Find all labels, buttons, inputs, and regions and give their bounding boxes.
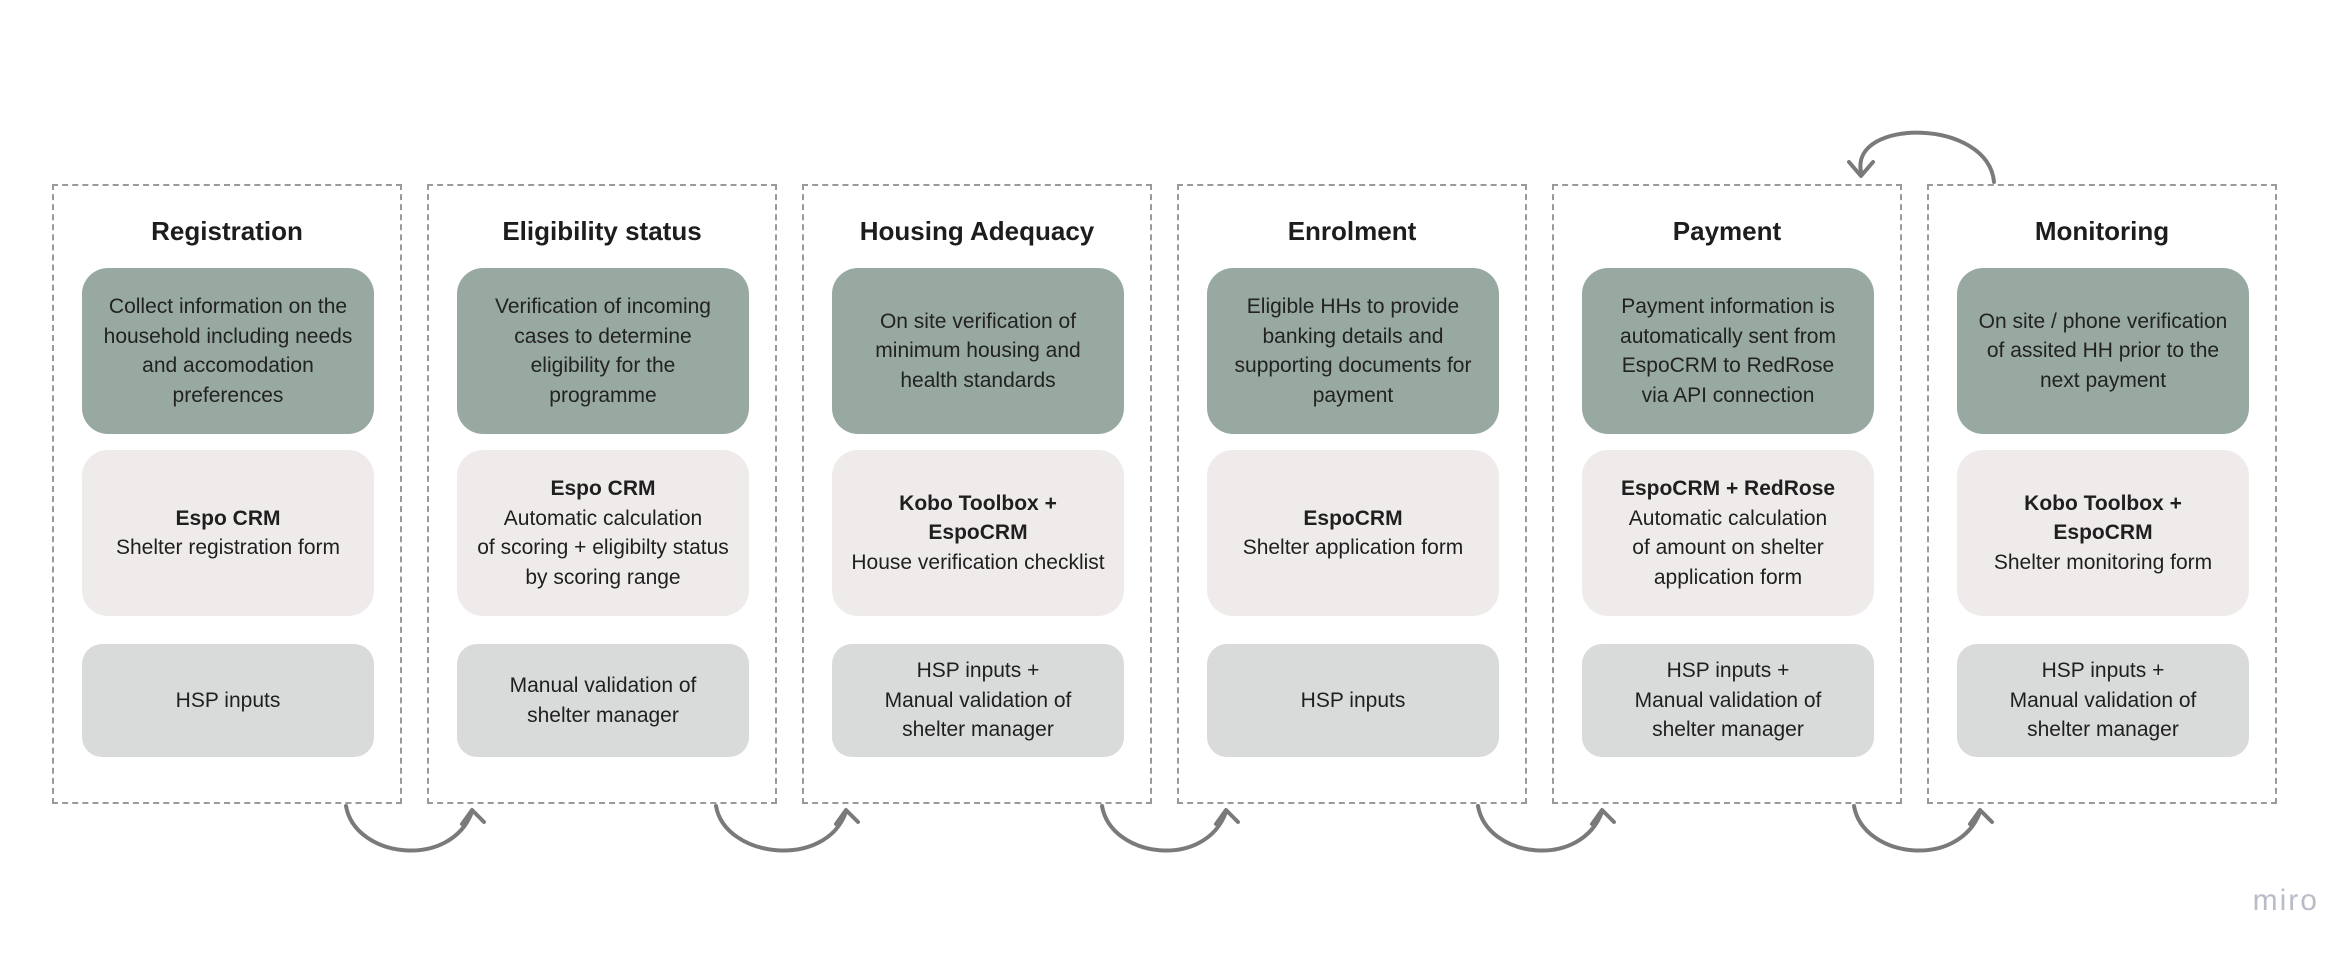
- arrow-registration-to-eligibility[interactable]: [344, 804, 486, 853]
- tool-detail: Shelter monitoring form: [1993, 550, 2213, 574]
- input-text: HSP inputs: [175, 688, 281, 712]
- stage-title: Housing Adequacy: [859, 216, 1095, 246]
- stage-monitoring[interactable]: Monitoring On site / phone verification …: [1927, 184, 2277, 804]
- miro-logo: miro: [2252, 884, 2319, 917]
- arrow-monitoring-to-payment-loop[interactable]: [1847, 130, 1996, 184]
- stage-title: Payment: [1672, 216, 1782, 246]
- tool-detail: Automatic calculation of amount on shelt…: [1628, 506, 1828, 589]
- description-text: Eligible HHs to provide banking details …: [1234, 295, 1472, 407]
- tool-card[interactable]: Kobo Toolbox + EspoCRM House verificatio…: [832, 450, 1124, 616]
- description-card[interactable]: Collect information on the household inc…: [82, 268, 374, 434]
- stage-title: Monitoring: [2034, 216, 2170, 246]
- input-text: Manual validation of shelter manager: [509, 674, 697, 727]
- stage-registration[interactable]: Registration Collect information on the …: [52, 184, 402, 804]
- tool-name: EspoCRM: [1303, 506, 1403, 530]
- tool-name: Espo CRM: [550, 477, 656, 500]
- arrow-enrolment-to-payment[interactable]: [1476, 804, 1616, 853]
- stage-title: Registration: [151, 216, 303, 246]
- stage-payment[interactable]: Payment Payment information is automatic…: [1552, 184, 1902, 804]
- arrow-payment-to-monitoring[interactable]: [1852, 804, 1994, 853]
- stage-enrolment[interactable]: Enrolment Eligible HHs to provide bankin…: [1177, 184, 1527, 804]
- tool-name: Kobo Toolbox + EspoCRM: [899, 491, 1057, 545]
- description-text: On site / phone verification of assited …: [1978, 309, 2228, 392]
- tool-card[interactable]: Espo CRM Automatic calculation of scorin…: [457, 450, 749, 616]
- description-text: Verification of incoming cases to determ…: [495, 295, 711, 407]
- description-text: Payment information is automatically sen…: [1620, 295, 1836, 407]
- tool-detail: Automatic calculation of scoring + eligi…: [477, 506, 729, 589]
- tool-detail: Shelter application form: [1242, 536, 1464, 559]
- input-text: HSP inputs: [1300, 688, 1406, 712]
- description-card[interactable]: Payment information is automatically sen…: [1582, 268, 1874, 434]
- description-card[interactable]: On site / phone verification of assited …: [1957, 268, 2249, 434]
- input-card[interactable]: HSP inputs + Manual validation of shelte…: [832, 644, 1124, 757]
- input-text: HSP inputs + Manual validation of shelte…: [884, 659, 1072, 742]
- tool-name: Kobo Toolbox + EspoCRM: [2024, 491, 2182, 545]
- input-text: HSP inputs + Manual validation of shelte…: [1634, 659, 1822, 742]
- process-flow: Registration Collect information on the …: [52, 184, 2277, 804]
- stage-title: Enrolment: [1287, 216, 1417, 246]
- description-card[interactable]: Verification of incoming cases to determ…: [457, 268, 749, 434]
- input-card[interactable]: Manual validation of shelter manager: [457, 644, 749, 757]
- tool-card[interactable]: EspoCRM Shelter application form: [1207, 450, 1499, 616]
- input-text: HSP inputs + Manual validation of shelte…: [2009, 659, 2197, 742]
- arrow-housing-to-enrolment[interactable]: [1100, 804, 1240, 853]
- description-text: Collect information on the household inc…: [103, 295, 353, 407]
- tool-detail: House verification checklist: [851, 550, 1105, 574]
- tool-card[interactable]: Kobo Toolbox + EspoCRM Shelter monitorin…: [1957, 450, 2249, 616]
- tool-name: Espo CRM: [175, 506, 281, 530]
- tool-name: EspoCRM + RedRose: [1620, 477, 1836, 500]
- input-card[interactable]: HSP inputs + Manual validation of shelte…: [1582, 644, 1874, 757]
- tool-card[interactable]: EspoCRM + RedRose Automatic calculation …: [1582, 450, 1874, 616]
- stage-title: Eligibility status: [502, 216, 702, 246]
- description-card[interactable]: On site verification of minimum housing …: [832, 268, 1124, 434]
- stage-eligibility-status[interactable]: Eligibility status Verification of incom…: [427, 184, 777, 804]
- stage-housing-adequacy[interactable]: Housing Adequacy On site verification of…: [802, 184, 1152, 804]
- tool-detail: Shelter registration form: [115, 536, 341, 559]
- arrow-eligibility-to-housing[interactable]: [714, 804, 860, 853]
- input-card[interactable]: HSP inputs + Manual validation of shelte…: [1957, 644, 2249, 757]
- input-card[interactable]: HSP inputs: [1207, 644, 1499, 757]
- description-card[interactable]: Eligible HHs to provide banking details …: [1207, 268, 1499, 434]
- tool-card[interactable]: Espo CRM Shelter registration form: [82, 450, 374, 616]
- input-card[interactable]: HSP inputs: [82, 644, 374, 757]
- description-text: On site verification of minimum housing …: [875, 309, 1081, 392]
